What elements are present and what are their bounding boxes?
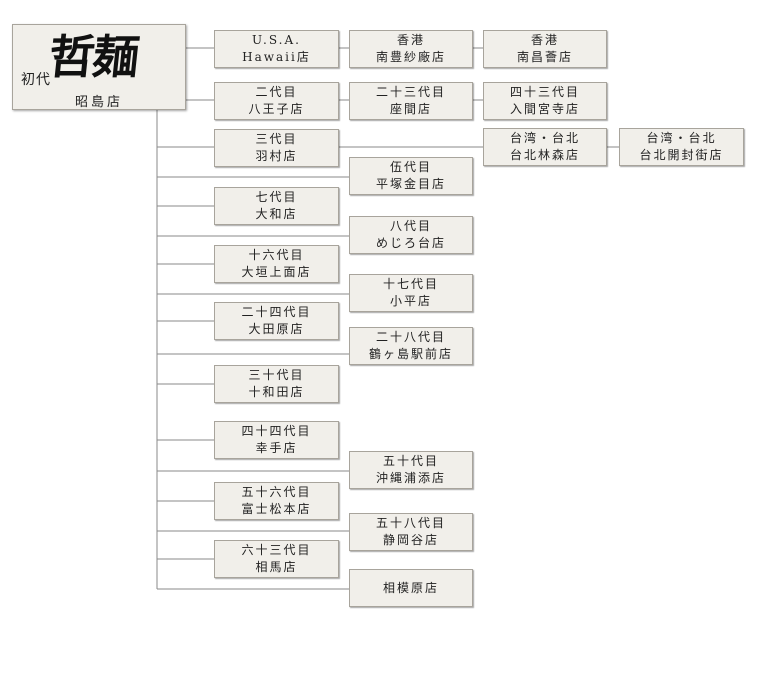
branch-line-2: 富士松本店 [241, 502, 312, 516]
branch-line-2: 台北開封街店 [639, 148, 724, 162]
branch-line-2: 相馬店 [255, 560, 298, 574]
branch-taiwan-1[interactable]: 台湾・台北 台北林森店 [483, 128, 607, 166]
branch-line-1: 香港 [530, 33, 559, 47]
branch-line-2: 大垣上面店 [241, 265, 312, 279]
branch-line-1: 六十三代目 [241, 543, 312, 557]
branch-gen-43[interactable]: 四十三代目 入間宮寺店 [483, 82, 607, 120]
branch-line-2: 静岡谷店 [382, 533, 439, 547]
branch-line-1: 二十八代目 [375, 330, 446, 344]
branch-line-1: 十六代目 [248, 248, 305, 262]
branch-line-2: 大田原店 [248, 322, 305, 336]
branch-line-2: 南豊紗廠店 [375, 50, 446, 64]
branch-line-1: 三代目 [255, 132, 298, 146]
branch-line-2: 台北林森店 [509, 148, 580, 162]
branch-gen-7[interactable]: 七代目 大和店 [214, 187, 339, 225]
branch-line-2: Hawaii店 [242, 50, 311, 64]
branch-line-2: 座間店 [389, 102, 432, 116]
branch-gen-30[interactable]: 三十代目 十和田店 [214, 365, 339, 403]
branch-line-1: 伍代目 [389, 160, 432, 174]
branch-line-1: 七代目 [255, 190, 298, 204]
branch-gen-63[interactable]: 六十三代目 相馬店 [214, 540, 339, 578]
root-store-box[interactable]: 初代 哲麺 昭島店 [12, 24, 186, 110]
branch-line-1: 四十三代目 [509, 85, 580, 99]
branch-line-1: U.S.A. [252, 33, 301, 47]
branch-line-1: 十七代目 [382, 277, 439, 291]
branch-line-2: 大和店 [255, 207, 298, 221]
branch-line-2: 羽村店 [255, 149, 298, 163]
branch-gen-2[interactable]: 二代目 八王子店 [214, 82, 339, 120]
branch-gen-8[interactable]: 八代目 めじろ台店 [349, 216, 473, 254]
branch-taiwan-2[interactable]: 台湾・台北 台北開封街店 [619, 128, 744, 166]
branch-line-1: 八代目 [389, 219, 432, 233]
branch-gen-50[interactable]: 五十代目 沖縄浦添店 [349, 451, 473, 489]
branch-line-1: 五十八代目 [375, 516, 446, 530]
branch-line-1: 香港 [396, 33, 425, 47]
branch-line-1: 台湾・台北 [509, 131, 580, 145]
branch-sagamihara[interactable]: 相模原店 [349, 569, 473, 607]
branch-line-1: 二十四代目 [241, 305, 312, 319]
branch-hongkong-2[interactable]: 香港 南昌薈店 [483, 30, 607, 68]
root-store-name: 昭島店 [74, 95, 123, 110]
branch-gen-58[interactable]: 五十八代目 静岡谷店 [349, 513, 473, 551]
branch-gen-44[interactable]: 四十四代目 幸手店 [214, 421, 339, 459]
branch-line-2: 入間宮寺店 [509, 102, 580, 116]
root-prefix: 初代 [21, 72, 51, 88]
branch-line-1: 五十代目 [382, 454, 439, 468]
branch-gen-3[interactable]: 三代目 羽村店 [214, 129, 339, 167]
branch-gen-28[interactable]: 二十八代目 鶴ヶ島駅前店 [349, 327, 473, 365]
branch-gen-24[interactable]: 二十四代目 大田原店 [214, 302, 339, 340]
branch-gen-23[interactable]: 二十三代目 座間店 [349, 82, 473, 120]
branch-line-2: 南昌薈店 [516, 50, 573, 64]
branch-gen-17[interactable]: 十七代目 小平店 [349, 274, 473, 312]
branch-gen-56[interactable]: 五十六代目 富士松本店 [214, 482, 339, 520]
branch-line-2: 八王子店 [248, 102, 305, 116]
branch-gen-16[interactable]: 十六代目 大垣上面店 [214, 245, 339, 283]
brand-logo: 哲麺 [46, 30, 140, 84]
branch-line-1: 台湾・台北 [646, 131, 717, 145]
branch-usa-hawaii[interactable]: U.S.A. Hawaii店 [214, 30, 339, 68]
branch-line-1: 相模原店 [382, 580, 439, 595]
branch-gen-5[interactable]: 伍代目 平塚金目店 [349, 157, 473, 195]
branch-hongkong-1[interactable]: 香港 南豊紗廠店 [349, 30, 473, 68]
branch-line-1: 二十三代目 [375, 85, 446, 99]
branch-line-1: 二代目 [255, 85, 298, 99]
branch-line-2: 平塚金目店 [375, 177, 446, 191]
branch-line-1: 五十六代目 [241, 485, 312, 499]
branch-line-2: 沖縄浦添店 [375, 471, 446, 485]
branch-line-2: 鶴ヶ島駅前店 [368, 347, 453, 361]
branch-line-1: 四十四代目 [241, 424, 312, 438]
branch-line-2: 幸手店 [255, 441, 298, 455]
branch-line-1: 三十代目 [248, 368, 305, 382]
branch-line-2: 十和田店 [248, 385, 305, 399]
branch-line-2: めじろ台店 [375, 236, 446, 250]
branch-line-2: 小平店 [389, 294, 432, 308]
